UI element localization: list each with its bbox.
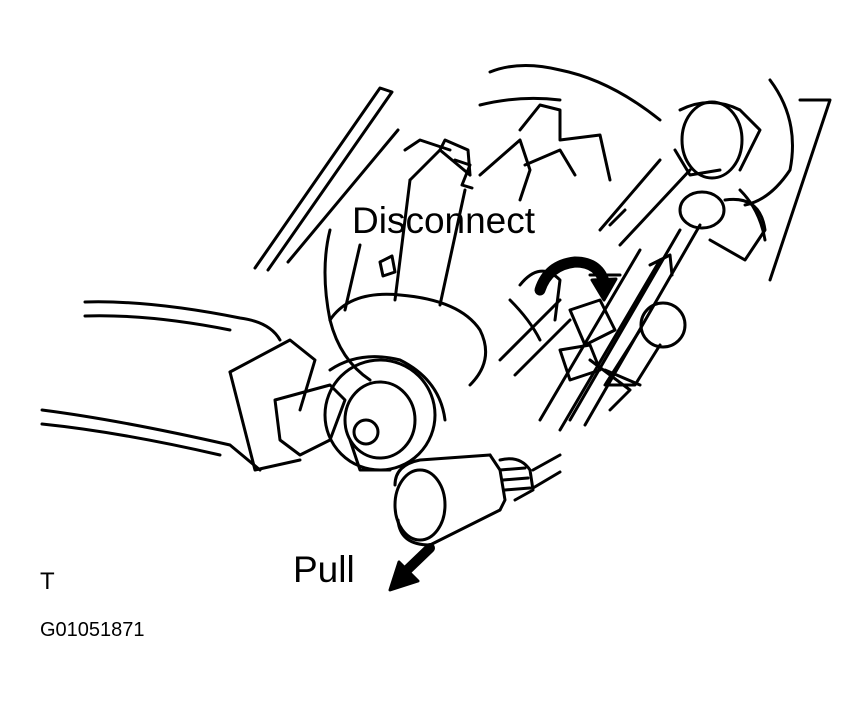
fuel-lines bbox=[498, 100, 767, 432]
hose-connector bbox=[393, 453, 562, 547]
pull-callout: Pull bbox=[293, 549, 355, 590]
disconnect-callout: Disconnect bbox=[352, 200, 536, 241]
rotate-arrow-icon bbox=[534, 256, 618, 302]
figure-marker: T bbox=[40, 568, 55, 595]
pull-arrow-icon bbox=[388, 543, 435, 592]
pump-body bbox=[323, 103, 612, 387]
outlet-ring bbox=[323, 355, 447, 472]
mounting-bracket bbox=[40, 300, 347, 472]
pump-housing-outline bbox=[253, 63, 832, 282]
figure-code: G01051871 bbox=[40, 619, 145, 641]
